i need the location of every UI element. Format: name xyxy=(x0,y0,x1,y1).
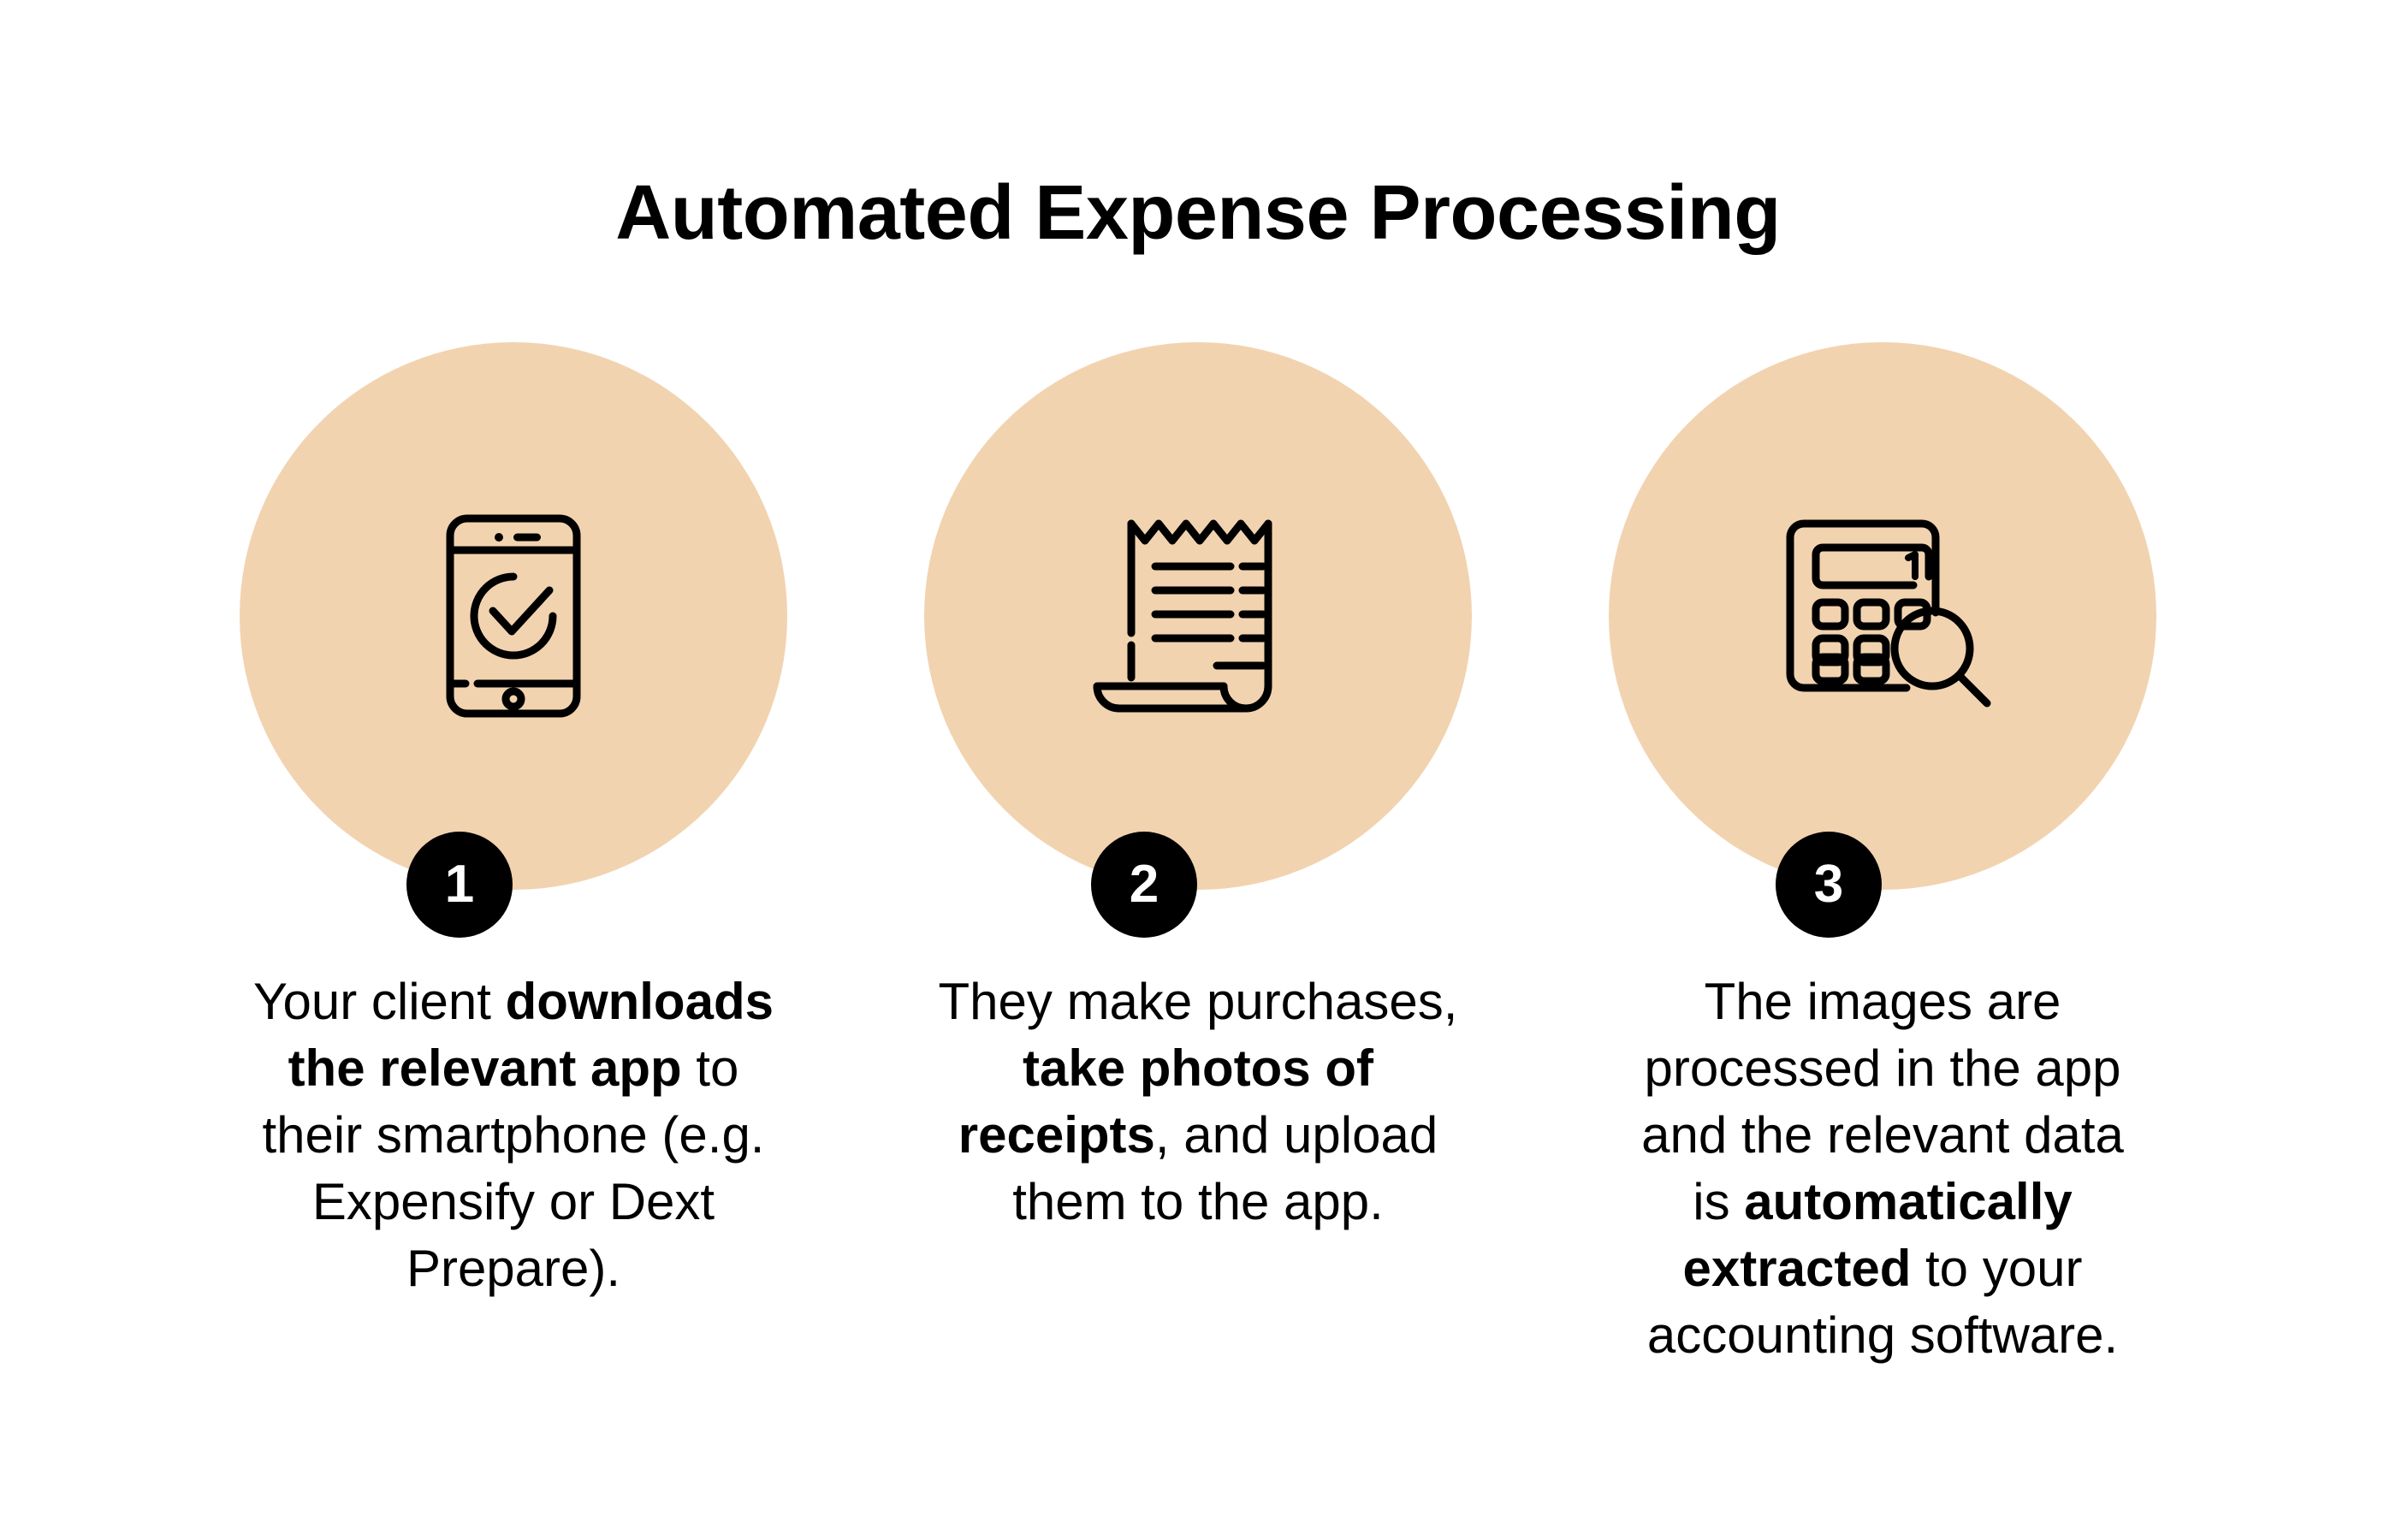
step-3-number: 3 xyxy=(1813,855,1844,914)
step-3-number-badge: 3 xyxy=(1776,832,1882,938)
receipt-icon xyxy=(1070,488,1326,744)
step-2-number-badge: 2 xyxy=(1091,832,1197,938)
page-title: Automated Expense Processing xyxy=(615,170,1781,257)
step-2: 2 They make purchases, take photos of re… xyxy=(916,342,1480,1287)
step-1-number-badge: 1 xyxy=(406,832,513,938)
steps-row: 1 Your client downloads the relevant app… xyxy=(0,342,2396,1420)
step-1-disc-background xyxy=(240,342,787,890)
step-1-number: 1 xyxy=(444,855,475,914)
step-2-icon-disc: 2 xyxy=(924,342,1472,938)
step-2-number: 2 xyxy=(1129,855,1159,914)
step-3: 3 The images are processed in the app an… xyxy=(1600,342,2165,1420)
step-3-icon-disc: 3 xyxy=(1609,342,2156,938)
calculator-magnifier-icon xyxy=(1754,488,2011,744)
step-3-caption: The images are processed in the app and … xyxy=(1641,973,2124,1364)
step-1-caption: Your client downloads the relevant app t… xyxy=(253,973,774,1297)
smartphone-check-icon xyxy=(385,488,642,744)
step-1: 1 Your client downloads the relevant app… xyxy=(231,342,796,1353)
step-2-caption: They make purchases, take photos of rece… xyxy=(938,973,1458,1230)
step-1-icon-disc: 1 xyxy=(240,342,787,938)
